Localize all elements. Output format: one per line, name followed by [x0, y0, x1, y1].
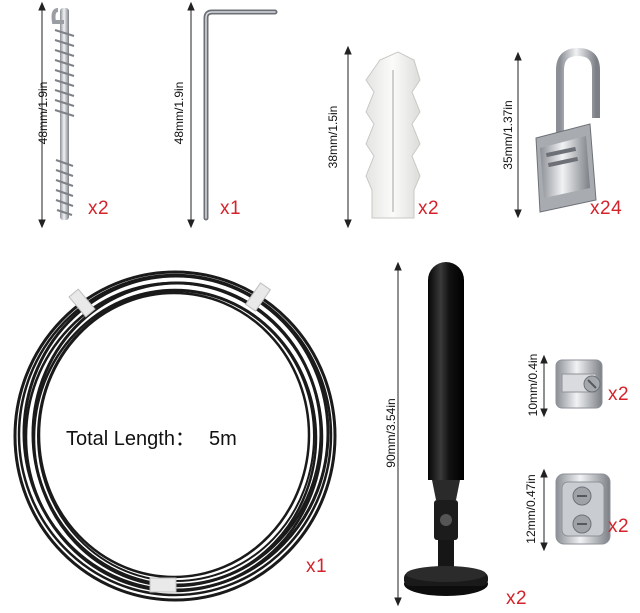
- hex-key-qty: x1: [220, 198, 242, 219]
- wall-anchor-size-label: 38mm/1.5in: [326, 105, 340, 169]
- curtain-clip-qty: x24: [590, 198, 623, 219]
- dimension-lines: [38, 1, 548, 607]
- cable-total-length-label: Total Length：: [66, 428, 195, 450]
- wire-cable-illustration: [13, 270, 337, 602]
- curtain-clip-illustration: [535, 47, 600, 213]
- hook-screw-size-label: 48mm/1.9in: [36, 81, 50, 145]
- hex-key-size-label: 48mm/1.9in: [172, 81, 186, 145]
- large-cable-clamp-size-label: 12mm/0.47in: [524, 474, 538, 544]
- wall-anchor-illustration: [365, 51, 421, 219]
- large-cable-clamp-illustration: [555, 473, 611, 545]
- wall-anchor-qty: x2: [418, 198, 440, 219]
- cable-total-length: Total Length： 5m: [66, 422, 237, 451]
- wire-tensioner-size-label: 90mm/3.54in: [384, 398, 398, 468]
- curtain-clip-size-label: 35mm/1.37in: [501, 100, 515, 170]
- hook-screw-illustration: [51, 8, 75, 220]
- wire-cable-qty: x1: [306, 556, 328, 577]
- wire-tensioner-qty: x2: [506, 588, 528, 609]
- hook-screw-qty: x2: [88, 198, 110, 219]
- small-cable-clamp-size-label: 10mm/0.4in: [526, 353, 540, 417]
- hex-key-illustration: [203, 9, 278, 221]
- wire-tensioner-illustration: [404, 262, 488, 596]
- large-cable-clamp-qty: x2: [608, 516, 630, 537]
- cable-total-length-value: 5m: [208, 428, 237, 450]
- small-cable-clamp-illustration: [555, 359, 603, 409]
- small-cable-clamp-qty: x2: [608, 384, 630, 405]
